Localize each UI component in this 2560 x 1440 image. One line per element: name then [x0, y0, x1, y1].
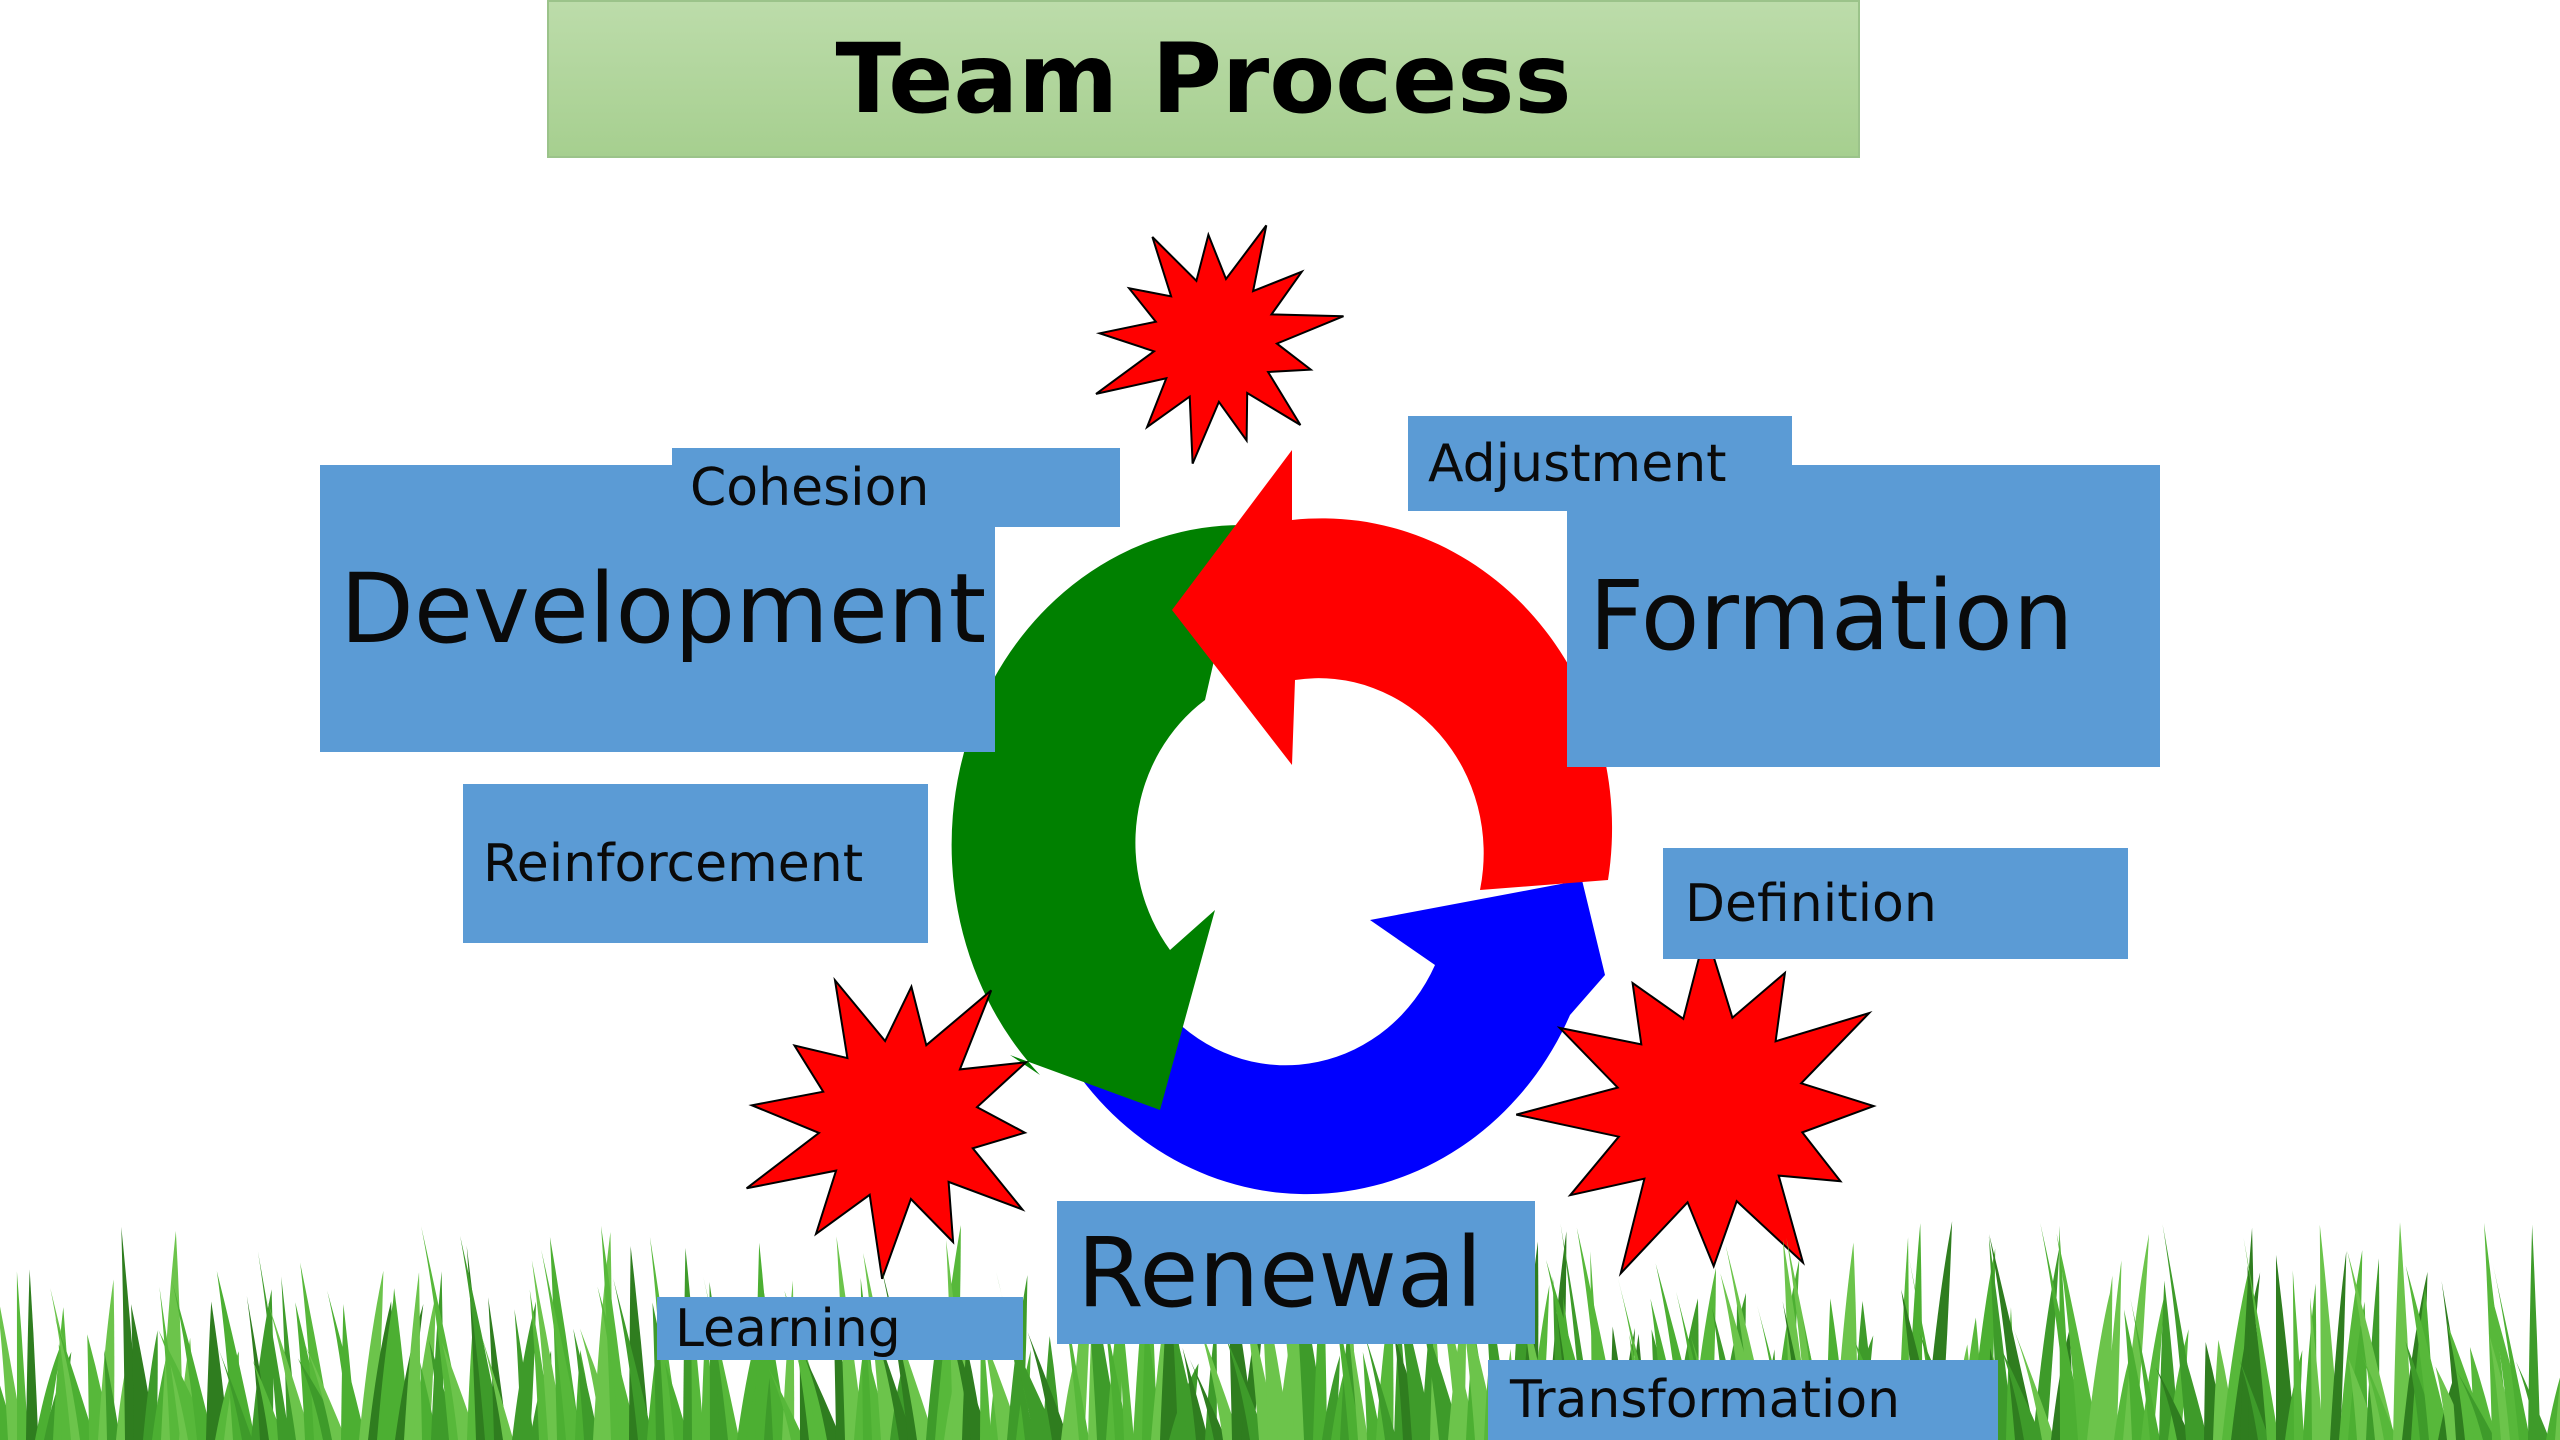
grass-blade	[2455, 1368, 2496, 1440]
grass-blade	[2275, 1254, 2296, 1440]
grass-blade	[1362, 1326, 1397, 1440]
grass-blade	[2492, 1262, 2531, 1440]
grass-blade	[664, 1362, 689, 1440]
grass-blade	[2330, 1251, 2347, 1440]
grass-blade	[404, 1272, 421, 1440]
keyword-learning: Learning	[657, 1297, 1023, 1360]
grass-blade	[2515, 1361, 2550, 1440]
keyword-cohesion-label: Cohesion	[690, 457, 930, 518]
grass-blade	[2405, 1265, 2451, 1440]
grass-blade	[216, 1344, 253, 1440]
grass-blade	[104, 1349, 121, 1440]
grass-blade	[549, 1236, 581, 1440]
grass-blade	[573, 1328, 599, 1440]
grass-blade	[327, 1290, 366, 1440]
stage-development-label: Development	[340, 552, 987, 665]
grass-blade	[216, 1270, 256, 1440]
grass-blade	[2555, 1380, 2560, 1440]
grass-blade	[303, 1342, 347, 1440]
grass-blade	[54, 1317, 95, 1440]
keyword-reinforcement: Reinforcement	[463, 784, 928, 943]
grass-blade	[2347, 1250, 2396, 1440]
starburst-group	[745, 224, 1877, 1280]
grass-blade	[2155, 1367, 2192, 1440]
starburst-icon	[1516, 927, 1877, 1277]
grass-blade	[159, 1286, 181, 1440]
grass-blade	[1197, 1320, 1241, 1440]
grass-blade	[2361, 1352, 2398, 1440]
keyword-adjustment: Adjustment	[1408, 416, 1792, 511]
grass-blade	[2243, 1237, 2279, 1440]
grass-blade	[2056, 1233, 2099, 1440]
red-arrow	[1172, 450, 1613, 890]
grass-blade	[803, 1353, 842, 1440]
grass-blade	[1182, 1347, 1209, 1440]
keyword-transformation-label: Transformation	[1510, 1370, 1901, 1430]
keyword-learning-label: Learning	[675, 1298, 901, 1359]
stage-formation: Formation	[1567, 465, 2160, 767]
grass-blade	[1989, 1234, 2037, 1440]
grass-blade	[16, 1271, 29, 1440]
grass-blade	[2183, 1352, 2208, 1440]
grass-blade	[2393, 1222, 2413, 1440]
keyword-definition-label: Definition	[1685, 873, 1937, 934]
grass-blade	[266, 1298, 312, 1440]
blue-arrow	[1075, 880, 1605, 1195]
grass-blade	[2292, 1270, 2305, 1440]
grass-blade	[2310, 1297, 2324, 1440]
starburst-icon	[1095, 224, 1344, 464]
green-arrow	[951, 524, 1245, 1110]
grass-blade	[476, 1320, 514, 1440]
starburst-icon	[745, 976, 1029, 1280]
grass-blade	[2238, 1358, 2270, 1440]
grass-blade	[2130, 1297, 2161, 1440]
grass-blade	[1189, 1359, 1227, 1440]
keyword-definition: Definition	[1663, 848, 2128, 959]
stage-renewal: Renewal	[1057, 1201, 1535, 1344]
grass-blade	[1223, 1332, 1267, 1440]
grass-blade	[172, 1282, 214, 1440]
keyword-cohesion: Cohesion	[672, 448, 1120, 527]
grass-blade	[2087, 1293, 2110, 1440]
grass-blade	[2528, 1224, 2541, 1440]
grass-blade	[2012, 1325, 2055, 1440]
grass-blade	[35, 1343, 62, 1440]
page-title: Team Process	[835, 23, 1572, 135]
keyword-adjustment-label: Adjustment	[1428, 433, 1727, 494]
grass-blade	[2000, 1346, 2043, 1440]
grass-blade	[2123, 1233, 2150, 1440]
stage-formation-label: Formation	[1589, 560, 2074, 672]
grass-blade	[768, 1367, 805, 1440]
grass-blade	[796, 1357, 831, 1440]
grass-blade	[1027, 1331, 1069, 1440]
grass-blade	[460, 1235, 503, 1440]
grass-blade	[514, 1309, 535, 1440]
title-banner: Team Process	[547, 0, 1860, 158]
stage-renewal-label: Renewal	[1077, 1216, 1483, 1329]
grass-blade	[1362, 1352, 1382, 1440]
grass-blade	[257, 1251, 290, 1440]
grass-blade	[597, 1286, 638, 1440]
grass-blade	[413, 1294, 436, 1440]
grass-blade	[2105, 1260, 2122, 1440]
grass-blade	[2123, 1309, 2150, 1440]
grass-blade	[541, 1249, 582, 1440]
grass-blade	[1988, 1236, 2014, 1440]
grass-blade	[613, 1278, 654, 1440]
keyword-transformation: Transformation	[1488, 1360, 1998, 1440]
cycle-arrows-icon	[951, 450, 1613, 1195]
grass-blade	[143, 1330, 158, 1440]
grass-blade	[26, 1269, 39, 1440]
keyword-reinforcement-label: Reinforcement	[483, 833, 864, 894]
grass-blade	[252, 1360, 284, 1440]
